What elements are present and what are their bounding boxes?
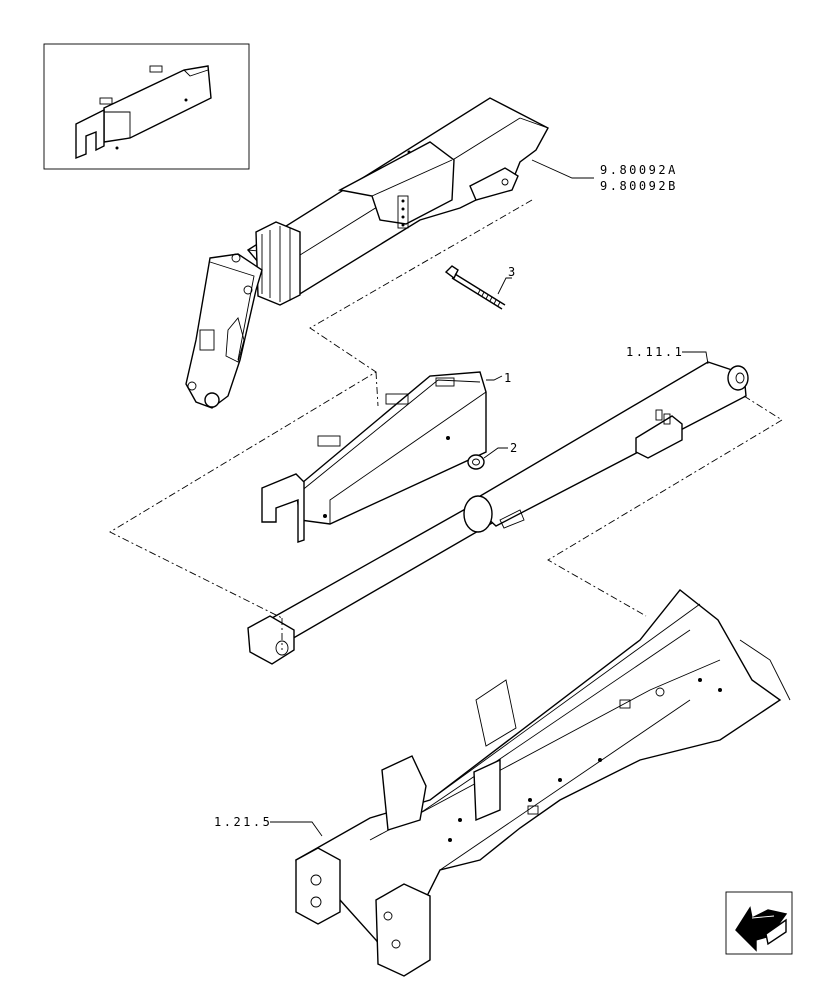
callouts: 9.80092A 9.80092B 3 1 2 1.11.1 1.21.5 (214, 159, 709, 837)
callout-item-3: 3 (508, 265, 518, 279)
telescopic-boom (185, 97, 549, 409)
wear-pad-part (261, 371, 487, 543)
thumbnail-wear-pad-drawing (75, 65, 212, 160)
back-arrow-icon[interactable] (725, 891, 793, 955)
callout-cylinder-ref: 1.11.1 (626, 345, 684, 359)
callout-item-1: 1 (504, 371, 514, 385)
bolt-part (444, 265, 506, 310)
callout-item-2: 2 (510, 441, 520, 455)
callout-ref-b: 9.80092B (600, 179, 678, 193)
thumbnail-inset (43, 43, 250, 170)
assembly-lines (109, 199, 783, 650)
callout-frame-ref: 1.21.5 (214, 815, 272, 829)
callout-ref-a: 9.80092A (600, 163, 678, 177)
extension-cylinder-part (247, 361, 749, 665)
chassis-frame (295, 589, 791, 977)
nut-part (467, 454, 485, 470)
